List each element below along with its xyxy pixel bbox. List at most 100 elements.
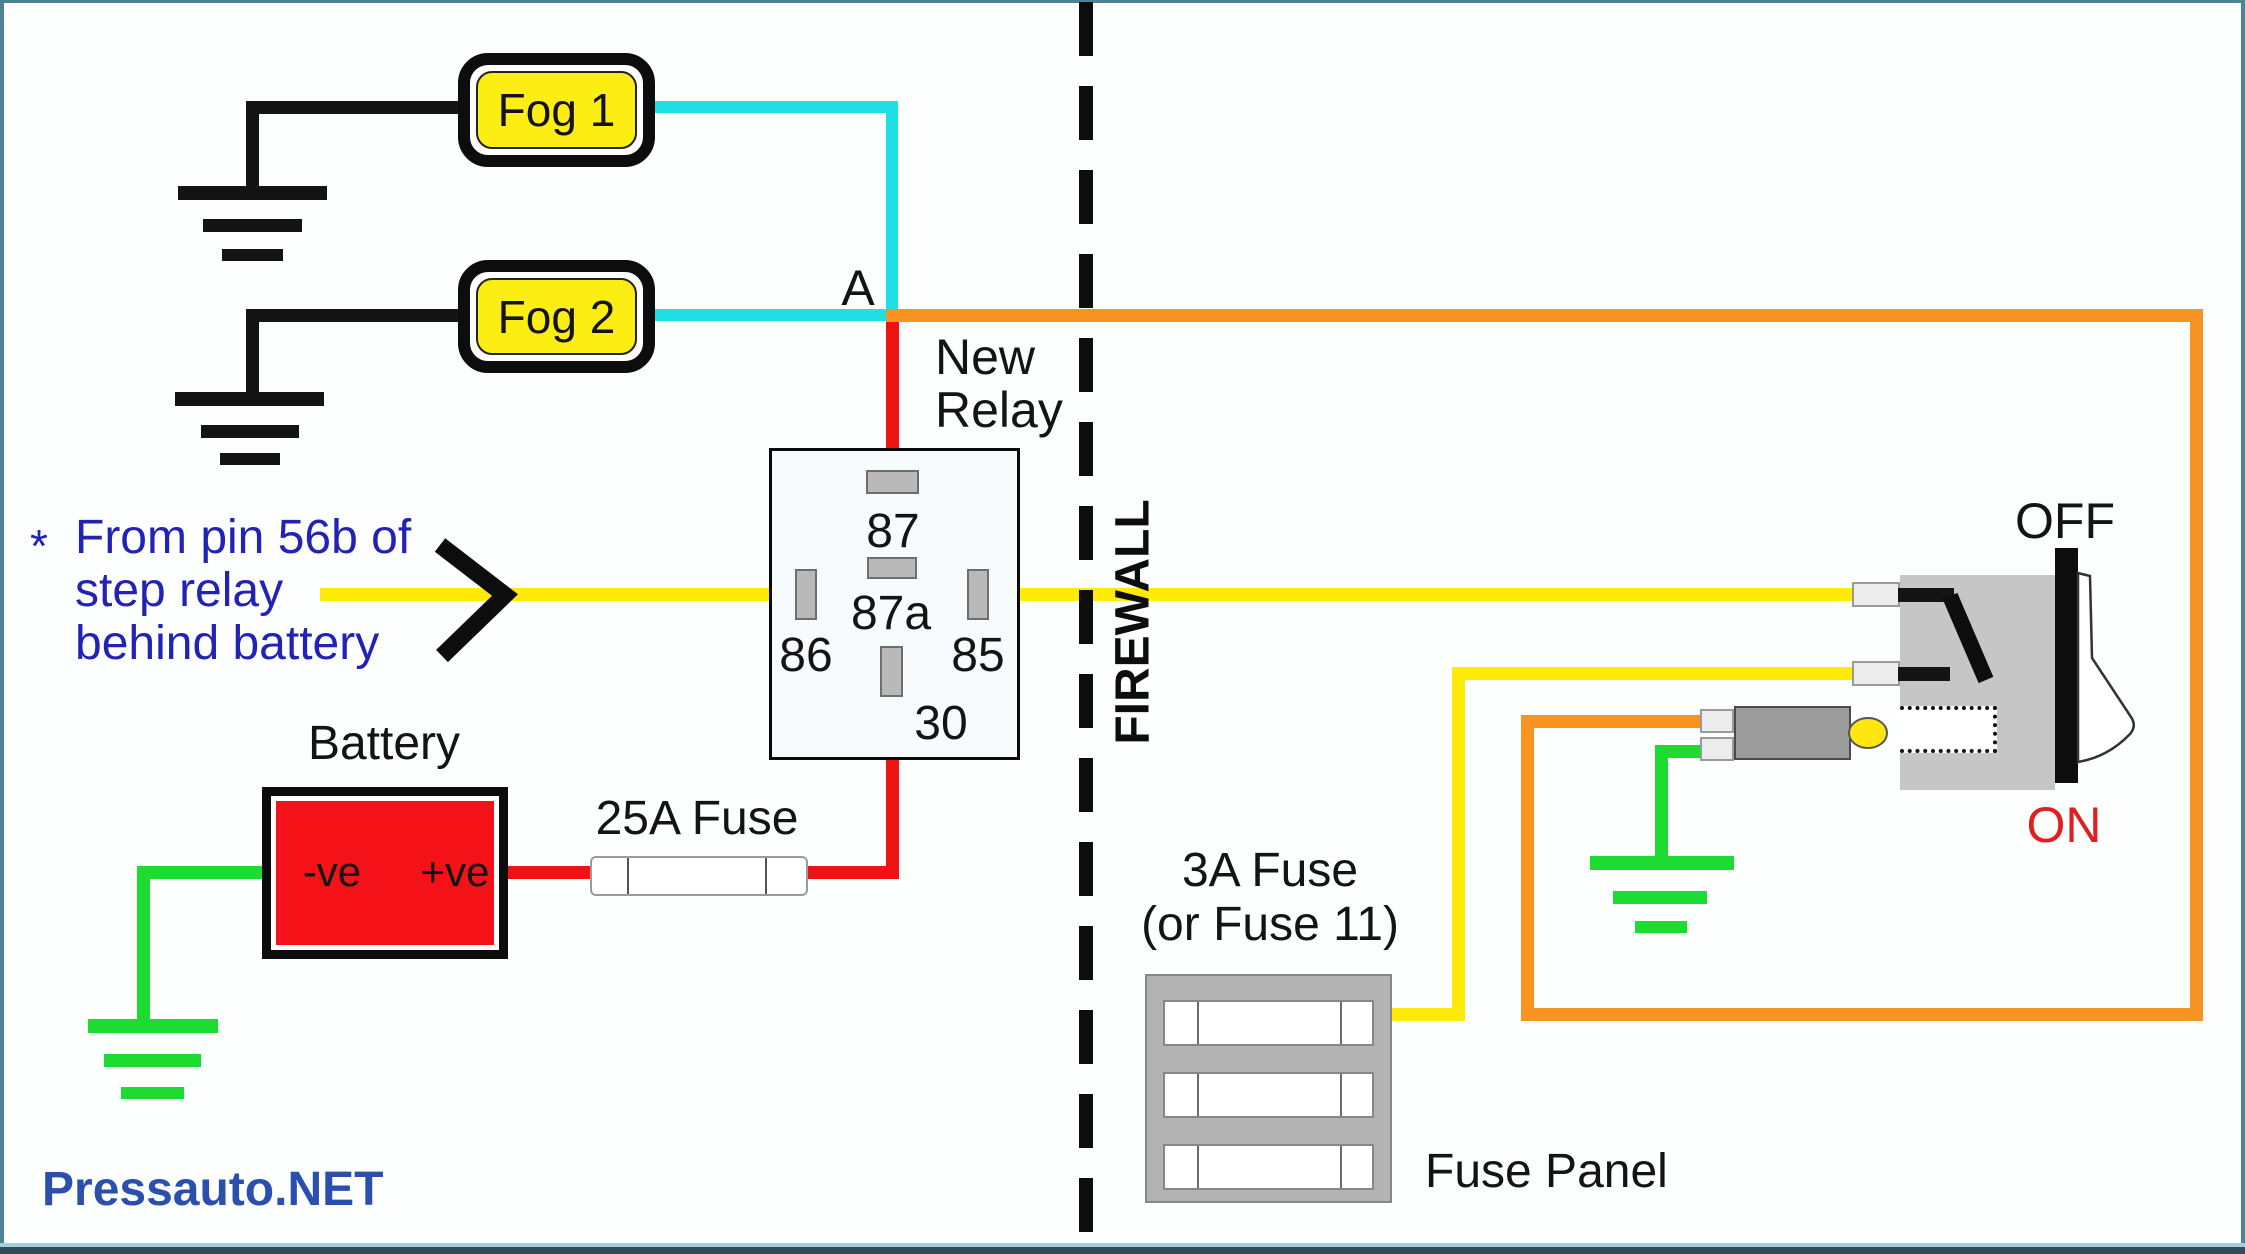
indicator-bulb-tip-icon — [1848, 717, 1888, 749]
yellow-wire-to-fusepanel — [1378, 1008, 1465, 1021]
switch-ground-wire-v — [1655, 745, 1668, 863]
switch-terminal-1 — [1852, 582, 1900, 607]
fuse-slot3-divider-left — [1197, 1146, 1199, 1188]
fuse-25a-divider-right — [765, 858, 767, 894]
fuse-panel-box — [1145, 974, 1392, 1203]
switch-off-label: OFF — [2015, 493, 2115, 549]
relay-pin-87-label: 87 — [866, 505, 920, 558]
bulb-cylinder — [1734, 706, 1851, 760]
fuse-slot2-divider-left — [1197, 1074, 1199, 1116]
arrow-icon — [434, 538, 518, 663]
note-line3: behind battery — [75, 617, 380, 670]
fog1-ground-bar1 — [178, 186, 327, 200]
switch-indicator-notch — [1900, 706, 1997, 753]
battery-ground-wire-v — [137, 866, 150, 1023]
relay-pin-85-label: 85 — [951, 629, 1005, 682]
relay-pin-86 — [795, 569, 817, 620]
note-line2: step relay — [75, 564, 284, 617]
fuse-panel-slot-3 — [1163, 1144, 1374, 1190]
bulb-terminal-green — [1700, 737, 1734, 761]
cyan-wire-fog1 — [648, 101, 898, 113]
fuse-3a-label-line1: 3A Fuse — [1181, 844, 1359, 897]
fuse-slot1-divider-left — [1197, 1002, 1199, 1044]
switch-panel-bar — [2055, 548, 2078, 783]
firewall-dashed-line — [1079, 2, 1093, 1252]
fog1-ground-bar3 — [222, 249, 283, 261]
yellow-wire-switch2 — [1459, 667, 1854, 680]
yellow-wire-left — [320, 588, 798, 601]
orange-wire-top — [886, 309, 2203, 322]
relay-pin-87a — [867, 557, 917, 579]
fuse-slot3-divider-right — [1340, 1146, 1342, 1188]
fog2-ground-bar3 — [220, 453, 280, 465]
fog2-ground-bar1 — [175, 392, 324, 406]
battery-ground-bar1 — [88, 1019, 218, 1033]
cyan-wire-fog2 — [648, 309, 888, 321]
switch-body — [1900, 575, 2055, 790]
battery-neg-label: -ve — [302, 848, 362, 895]
orange-wire-to-bulb — [1521, 715, 1700, 728]
fog1-ground-wire-h — [251, 101, 461, 114]
relay-pin-85 — [967, 569, 989, 620]
battery-pos-label: +ve — [420, 848, 490, 895]
fuse-25a-label: 25A Fuse — [595, 792, 799, 845]
fuse-25a-body — [590, 856, 808, 896]
note-asterisk: * — [30, 520, 48, 572]
battery-ground-bar3 — [121, 1087, 184, 1099]
frame-bottom-light — [0, 1243, 2245, 1247]
fog2-lamp: Fog 2 — [458, 260, 655, 373]
switch-on-label: ON — [2026, 797, 2102, 853]
note-line1: From pin 56b of — [75, 511, 412, 564]
red-wire-battery-to-fuse — [504, 866, 594, 879]
bulb-terminal-orange — [1700, 709, 1734, 733]
relay-pin-87 — [866, 470, 919, 494]
junction-a-label: A — [841, 260, 875, 316]
frame-bottom-dark — [0, 1247, 2245, 1254]
switch-ground-wire-h — [1661, 745, 1706, 758]
fog1-lamp-label: Fog 1 — [476, 71, 637, 149]
fuse-3a-label-line2: (or Fuse 11) — [1141, 898, 1399, 951]
frame-right — [2241, 0, 2245, 1254]
fuse-slot2-divider-right — [1340, 1074, 1342, 1116]
relay-pin-87a-label: 87a — [850, 587, 932, 640]
fuse-panel-slot-1 — [1163, 1000, 1374, 1046]
fog1-ground-wire-v — [246, 101, 259, 189]
watermark: Pressauto.NET — [42, 1163, 384, 1216]
switch-bezel-icon — [2076, 571, 2135, 764]
red-wire-junction-to-87 — [886, 322, 899, 472]
switch-lever-icon — [1942, 592, 1994, 684]
relay-pin-86-label: 86 — [779, 629, 833, 682]
frame-left — [0, 0, 4, 1254]
battery-ground-wire-h — [137, 866, 267, 879]
new-relay-label-line1: New — [935, 329, 1036, 385]
fuse-25a-divider-left — [627, 858, 629, 894]
red-wire-fuse-to-relay — [804, 866, 899, 879]
fuse-slot1-divider-right — [1340, 1002, 1342, 1044]
cyan-wire-vertical — [886, 101, 898, 322]
switch-lever-stub1 — [1898, 588, 1954, 602]
orange-wire-left — [1521, 715, 1534, 1021]
switch-ground-bar1 — [1590, 856, 1734, 870]
fog1-lamp: Fog 1 — [458, 53, 655, 167]
frame-top — [0, 0, 2245, 3]
fog2-ground-bar2 — [201, 425, 299, 438]
fog1-ground-bar2 — [203, 219, 302, 232]
fog2-ground-wire-v — [246, 309, 259, 395]
switch-ground-bar3 — [1635, 921, 1687, 933]
fuse-panel-caption: Fuse Panel — [1425, 1145, 1668, 1198]
orange-wire-bottom — [1521, 1008, 2203, 1021]
battery-box — [262, 787, 508, 959]
yellow-wire-vertical — [1452, 667, 1465, 1021]
yellow-wire-right — [986, 588, 1854, 601]
fuse-panel-slot-2 — [1163, 1072, 1374, 1118]
switch-ground-bar2 — [1613, 891, 1707, 904]
orange-wire-right — [2190, 309, 2203, 1021]
relay-pin-30-label: 30 — [914, 697, 968, 750]
relay-pin-30 — [880, 646, 903, 697]
fog2-lamp-label: Fog 2 — [476, 278, 637, 355]
fog2-ground-wire-h — [251, 309, 461, 322]
switch-lever-stub2 — [1898, 667, 1950, 681]
battery-ground-bar2 — [104, 1054, 201, 1067]
